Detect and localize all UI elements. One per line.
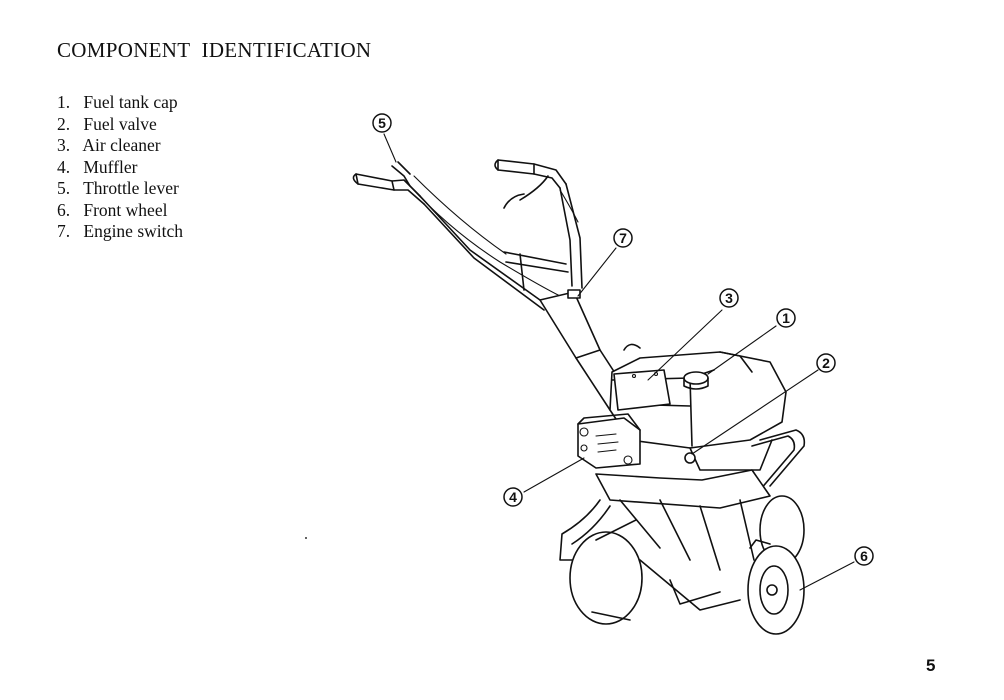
page-number: 5	[926, 656, 936, 675]
item-number: 1.	[57, 92, 71, 112]
item-number: 6.	[57, 199, 71, 220]
list-item: 5. Throttle lever	[57, 178, 183, 200]
list-item: 6. Front wheel	[57, 200, 183, 222]
fuel-valve	[684, 452, 696, 464]
item-number: 5.	[57, 178, 71, 198]
leader-lines	[383, 133, 855, 591]
stray-dot	[305, 537, 307, 539]
muffler	[577, 413, 641, 469]
item-number: 4.	[57, 156, 71, 177]
handlebar-left	[352, 161, 425, 205]
tine-wheel-left	[569, 519, 643, 625]
callout-1-label: 1	[782, 310, 790, 326]
item-label: Air cleaner	[82, 135, 161, 155]
callout-2: 2	[816, 353, 836, 373]
fuel-tank-cap	[683, 371, 709, 390]
callout-7: 7	[613, 228, 633, 248]
list-item: 4. Muffler	[57, 157, 183, 179]
item-label: Engine switch	[83, 221, 184, 241]
handlebar-right	[494, 159, 567, 209]
item-number: 2.	[57, 113, 71, 134]
component-list: 1. Fuel tank cap 2. Fuel valve 3. Air cl…	[57, 92, 183, 243]
air-cleaner	[613, 369, 671, 411]
item-label: Fuel tank cap	[83, 92, 178, 112]
item-label: Muffler	[83, 156, 138, 177]
callout-3: 3	[719, 288, 739, 308]
callout-5-label: 5	[378, 115, 386, 131]
item-label: Fuel valve	[83, 113, 157, 134]
callout-7-label: 7	[619, 230, 627, 246]
item-label: Throttle lever	[83, 178, 179, 198]
callout-3-label: 3	[725, 290, 733, 306]
callout-1: 1	[776, 308, 796, 328]
callout-4-label: 4	[509, 489, 517, 505]
front-wheel	[747, 539, 805, 635]
callout-5: 5	[372, 113, 392, 133]
list-item: 7. Engine switch	[57, 221, 183, 243]
item-number: 7.	[57, 221, 71, 241]
item-number: 3.	[57, 135, 71, 155]
callout-6-label: 6	[860, 548, 868, 564]
list-item: 1. Fuel tank cap	[57, 92, 183, 114]
callout-6: 6	[854, 546, 874, 566]
item-label: Front wheel	[83, 199, 168, 220]
page-title: COMPONENT IDENTIFICATION	[57, 38, 372, 62]
callout-2-label: 2	[822, 355, 830, 371]
list-item: 2. Fuel valve	[57, 114, 183, 136]
list-item: 3. Air cleaner	[57, 135, 183, 157]
callout-4: 4	[503, 487, 523, 507]
